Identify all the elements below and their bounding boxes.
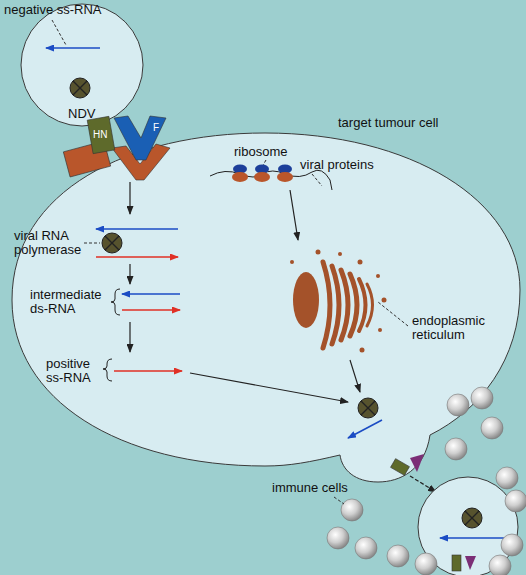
callout-label: viral RNA polymerase — [14, 229, 86, 257]
node-label: NDV — [68, 107, 95, 121]
callout-label: ribosome — [234, 145, 287, 159]
callout-label: immune cells — [272, 481, 348, 495]
cell-outline — [12, 133, 520, 482]
virion-outline — [21, 4, 143, 126]
callout-label: positive ss-RNA — [46, 357, 104, 385]
callout-label: negative ss-RNA — [4, 3, 102, 17]
callout-label: intermediate ds-RNA — [30, 288, 110, 316]
virus-particle: NDV — [20, 3, 144, 127]
protein-label: HN — [93, 128, 107, 142]
callout-label: viral proteins — [300, 158, 374, 172]
node-label: target tumour cell — [338, 116, 438, 130]
protein-label: F — [153, 121, 159, 135]
callout-label: endoplasmic reticulum — [412, 314, 512, 342]
